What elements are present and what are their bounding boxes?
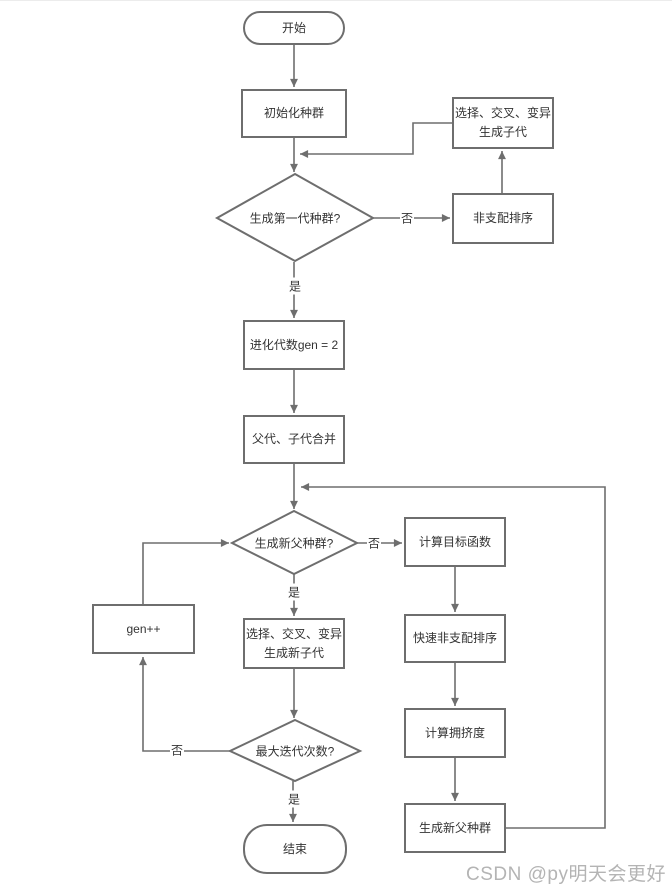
node-gen-increment: gen++ <box>92 604 195 654</box>
edge-new-parent-feedback <box>301 483 606 829</box>
node-fast-nondominated-sort: 快速非支配排序 <box>404 614 506 663</box>
node-offspring-generation-line2: 生成子代 <box>478 125 527 139</box>
first-generation-decision-label: 生成第一代种群? <box>249 211 341 226</box>
node-crowding-distance-label: 计算拥挤度 <box>424 725 485 740</box>
node-objective-function-label: 计算目标函数 <box>418 534 491 549</box>
node-objective-function: 计算目标函数 <box>404 517 506 567</box>
node-new-offspring-generation-line2: 生成新子代 <box>263 645 324 660</box>
node-evolution-generation: 进化代数gen = 2 <box>243 320 345 370</box>
node-fast-nondominated-sort-label: 快速非支配排序 <box>412 631 497 646</box>
node-start-label: 开始 <box>281 20 306 35</box>
node-nondominated-sort-label: 非支配排序 <box>472 211 533 226</box>
edge-max-iter-no-to-gen-increment <box>139 657 230 752</box>
node-nondominated-sort: 非支配排序 <box>452 193 554 244</box>
node-new-offspring-generation: 选择、交叉、变异 生成新子代 <box>243 618 345 669</box>
node-crowding-distance: 计算拥挤度 <box>404 708 506 758</box>
edge-offspring-to-mainline <box>300 122 452 158</box>
node-new-parent-population: 生成新父种群 <box>404 803 506 853</box>
edge-label-new-parent-yes: 是 <box>286 583 302 601</box>
first-generation-decision-shape <box>214 172 376 263</box>
edge-label-new-parent-no: 否 <box>366 534 382 552</box>
node-offspring-generation: 选择、交叉、变异 生成子代 <box>452 97 554 149</box>
edge-label-first-gen-yes: 是 <box>287 277 303 295</box>
edge-label-max-iter-no: 否 <box>169 741 185 759</box>
max-iteration-decision-label: 最大迭代次数? <box>255 744 335 759</box>
node-end: 结束 <box>243 824 347 874</box>
node-new-offspring-generation-line1: 选择、交叉、变异 <box>245 626 342 641</box>
new-parent-decision-label: 生成新父种群? <box>254 536 334 551</box>
node-evolution-generation-label: 进化代数gen = 2 <box>249 337 339 352</box>
max-iteration-decision-shape <box>227 718 363 783</box>
node-start: 开始 <box>243 11 345 45</box>
node-end-label: 结束 <box>282 841 307 856</box>
edge-label-max-iter-yes: 是 <box>286 790 302 808</box>
node-merge-parent-offspring-label: 父代、子代合并 <box>251 432 336 447</box>
node-initialize-population-label: 初始化种群 <box>263 106 324 121</box>
node-new-parent-population-label: 生成新父种群 <box>418 820 491 835</box>
node-initialize-population: 初始化种群 <box>241 89 347 138</box>
watermark-text: CSDN @py明天会更好 <box>466 864 666 885</box>
node-gen-increment-label: gen++ <box>126 621 161 636</box>
edge-label-first-gen-no: 否 <box>399 209 415 227</box>
node-offspring-generation-line1: 选择、交叉、变异 <box>454 106 551 121</box>
edge-gen-increment-to-new-parent-decision <box>142 539 229 604</box>
node-merge-parent-offspring: 父代、子代合并 <box>243 415 345 464</box>
new-parent-decision-shape <box>229 509 360 576</box>
